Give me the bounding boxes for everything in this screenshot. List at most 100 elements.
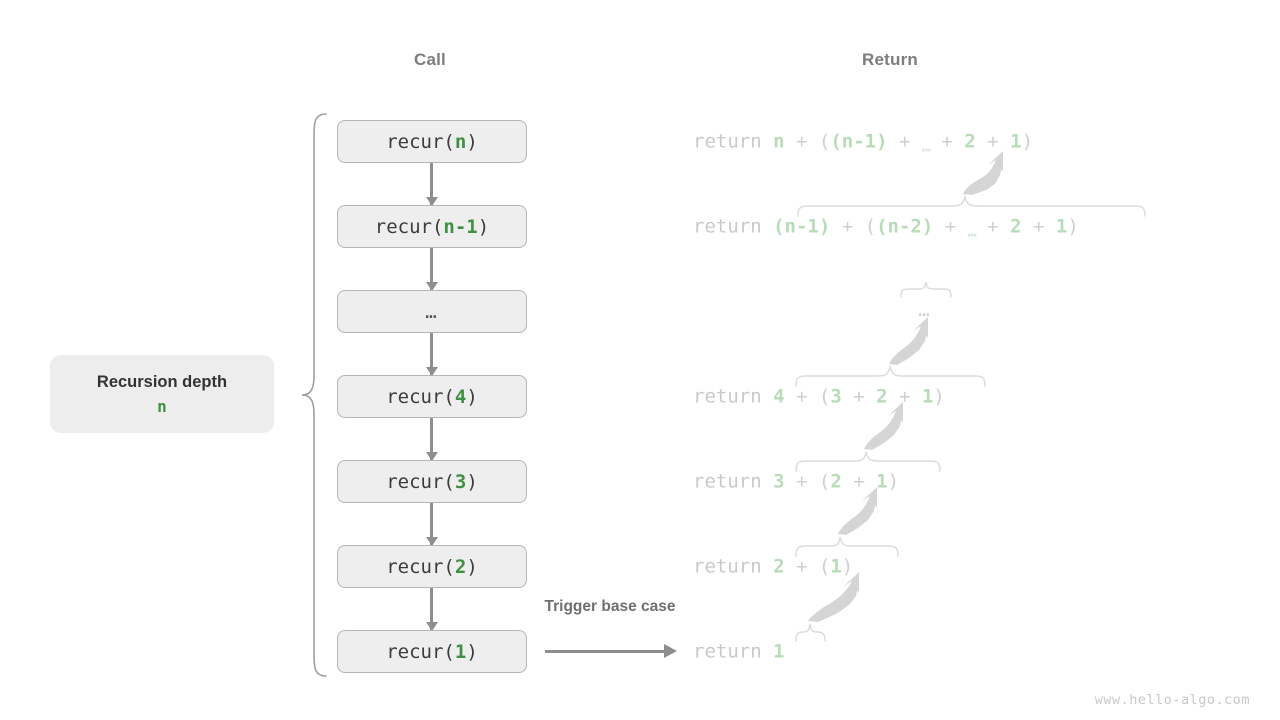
arrow-shaft	[430, 163, 434, 205]
call-box-argument: n-1	[443, 215, 478, 238]
call-box-paren-close: )	[466, 130, 478, 153]
expr-term: 1	[830, 555, 842, 578]
space	[888, 131, 899, 153]
space	[785, 556, 796, 578]
space	[865, 471, 876, 493]
space	[976, 131, 987, 153]
expr-operator: +	[853, 385, 865, 408]
expr-operator: )	[887, 470, 900, 493]
arrow-shaft	[430, 333, 434, 375]
space	[807, 556, 818, 578]
call-box-recur-4: recur(4)	[337, 375, 527, 418]
space	[830, 216, 841, 238]
return-line-return-n: return n + ((n-1) + … + 2 + 1)	[693, 130, 1033, 154]
arrow-shaft	[430, 248, 434, 290]
space	[1022, 216, 1033, 238]
expr-operator: +	[987, 215, 999, 238]
call-box-argument: 2	[454, 555, 467, 578]
call-box-paren-close: )	[466, 640, 478, 663]
space	[865, 386, 876, 408]
return-keyword: return	[693, 470, 774, 493]
space	[933, 216, 944, 238]
space	[888, 386, 899, 408]
column-header-call: Call	[414, 50, 446, 69]
expr-operator: +	[1032, 215, 1045, 238]
space	[911, 386, 922, 408]
expr-term: (n-1)	[830, 130, 888, 153]
arrow-to-return-3	[838, 487, 877, 535]
space	[999, 216, 1010, 238]
return-line-return-2: return 2 + (1)	[693, 555, 853, 578]
call-arrow-recur-n-1-to-recur-dots	[426, 248, 438, 291]
recursion-depth-title: Recursion depth	[96, 372, 228, 391]
call-arrow-recur-2-to-recur-1	[426, 588, 438, 631]
arrow-to-return-4	[864, 402, 903, 450]
return-line-return-n-1: return (n-1) + ((n-2) + … + 2 + 1)	[693, 215, 1079, 239]
call-arrow-recur-3-to-recur-2	[426, 503, 438, 546]
call-box-recur-1: recur(1)	[337, 630, 527, 673]
expr-term: 4	[773, 385, 785, 408]
return-line-return-3: return 3 + (2 + 1)	[693, 470, 900, 493]
recursion-depth-value: n	[157, 396, 167, 416]
expr-term: 2	[773, 555, 785, 578]
expr-operator: +	[941, 130, 953, 153]
arrow-shaft	[430, 503, 434, 545]
brace-return-4	[795, 364, 986, 387]
brace-return-ellipsis	[900, 281, 952, 298]
expr-operator: +	[795, 385, 808, 408]
expr-operator: +	[899, 385, 911, 408]
expr-term: 3	[773, 470, 785, 493]
expr-operator: (	[818, 130, 831, 153]
expr-operator: +	[987, 130, 999, 153]
return-keyword: return	[693, 385, 774, 408]
expr-term: 2	[1010, 215, 1022, 238]
arrow-head	[426, 282, 438, 291]
call-box-fn-name: recur(	[386, 640, 455, 663]
expr-term: 1	[921, 385, 934, 408]
return-keyword: return	[693, 555, 774, 578]
space	[999, 131, 1010, 153]
arrow-head	[664, 644, 677, 658]
return-keyword: return	[693, 215, 774, 238]
recursion-depth-brace	[301, 113, 327, 677]
arrow-head	[426, 197, 438, 206]
expr-operator: +	[795, 555, 808, 578]
space	[956, 216, 967, 238]
column-header-return: Return	[862, 50, 918, 69]
expr-operator: )	[933, 385, 945, 408]
brace-return-n-1	[797, 194, 1146, 217]
space	[807, 131, 818, 153]
expr-term: 1	[773, 640, 785, 663]
expr-ellipsis: …	[921, 137, 931, 156]
expr-term: (n-1)	[773, 215, 831, 238]
space	[910, 131, 921, 153]
trigger-base-case-label: Trigger base case	[544, 598, 676, 615]
call-box-paren-close: )	[466, 385, 478, 408]
arrow-to-return-n	[963, 151, 1003, 195]
arrow-to-return-2	[808, 572, 859, 622]
watermark: www.hello-algo.com	[1094, 692, 1250, 708]
space	[785, 471, 796, 493]
expr-term: 1	[1010, 130, 1022, 153]
expr-term: 2	[830, 470, 842, 493]
expr-term: 2	[964, 130, 976, 153]
space	[976, 216, 987, 238]
return-line-return-1: return 1	[693, 640, 785, 663]
call-box-recur-n: recur(n)	[337, 120, 527, 163]
call-box-argument: 3	[454, 470, 467, 493]
return-keyword: return	[693, 130, 774, 153]
trigger-base-case-arrow	[545, 644, 677, 658]
space	[785, 131, 796, 153]
call-box-fn-name: recur(	[374, 215, 444, 238]
call-arrow-recur-n-to-recur-n-1	[426, 163, 438, 206]
arrow-head	[426, 622, 438, 631]
expr-operator: )	[1067, 215, 1079, 238]
arrow-head	[426, 452, 438, 461]
space	[807, 471, 818, 493]
recursion-depth-pill: Recursion depth n	[50, 355, 274, 433]
expr-operator: +	[795, 470, 808, 493]
expr-operator: (	[818, 385, 831, 408]
call-arrow-recur-dots-to-recur-4	[426, 333, 438, 376]
space	[1044, 216, 1055, 238]
